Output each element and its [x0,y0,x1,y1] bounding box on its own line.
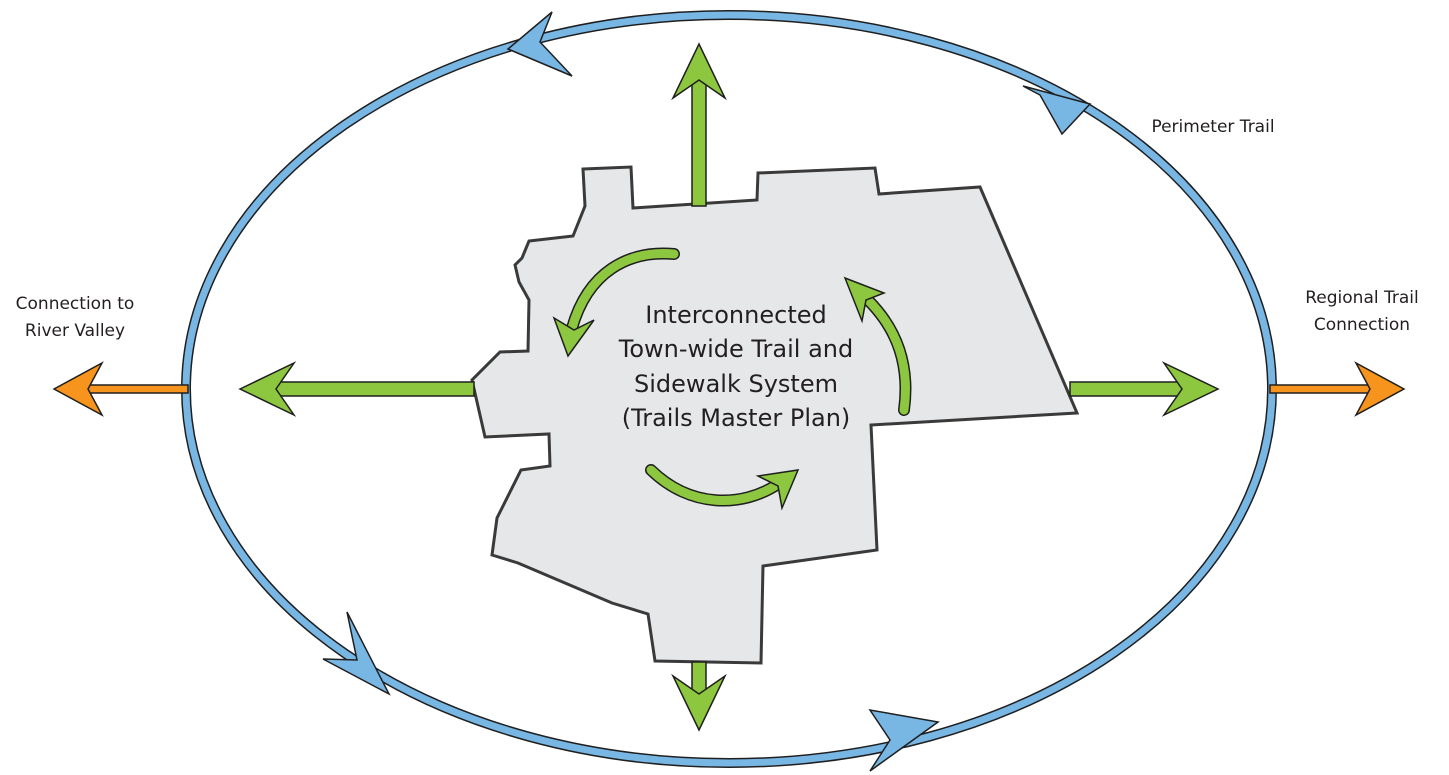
external-connections [52,361,1406,417]
west-connector-arrow [238,361,475,417]
town-system-label: Interconnected Town-wide Trail and Sidew… [618,301,854,432]
river-valley-connection-arrow [52,361,189,417]
curved-arrow-icon [552,316,595,358]
arrowhead-icon [671,673,727,732]
town-boundary [470,165,1080,665]
internal-circulation [552,247,912,511]
regional-trail-label: Regional Trail Connection [1305,288,1418,335]
circulation-arrow-bottom [645,464,800,511]
perimeter-direction-icon-top-left [506,11,573,77]
arrowhead-icon [671,42,727,101]
east-connector-arrow [1069,361,1220,417]
town-system-label-line3: Sidewalk System [634,370,838,398]
regional-trail-label-line1: Regional Trail [1305,288,1418,308]
arrowhead-icon [52,361,104,417]
perimeter-direction-icon-top-right [1022,85,1092,136]
perimeter-direction-icons [322,11,1092,772]
arrowhead-icon [1161,361,1220,417]
perimeter-trail-label: Perimeter Trail [1151,117,1274,137]
south-connector-arrow [671,661,727,732]
arrowhead-icon [238,361,297,417]
river-valley-label-line1: Connection to [16,294,135,314]
town-system-label-line2: Town-wide Trail and [618,335,854,363]
town-system-label-line4: (Trails Master Plan) [622,404,851,432]
regional-trail-connection-arrow [1269,361,1406,417]
perimeter-direction-icon-bottom-left [322,611,391,696]
circulation-arrow-upper-left [552,247,680,358]
town-system-label-line1: Interconnected [645,301,826,329]
river-valley-label: Connection to River Valley [16,294,135,341]
perimeter-direction-icon-bottom-right [868,708,940,772]
arrowhead-icon [1354,361,1406,417]
north-connector-arrow [671,42,727,207]
river-valley-label-line2: River Valley [25,321,125,341]
curved-arrow-icon [755,469,800,511]
circulation-arrow-right [843,276,912,416]
regional-trail-label-line2: Connection [1314,315,1410,335]
curved-arrow-icon [843,276,887,324]
town-connectors [238,42,1220,732]
